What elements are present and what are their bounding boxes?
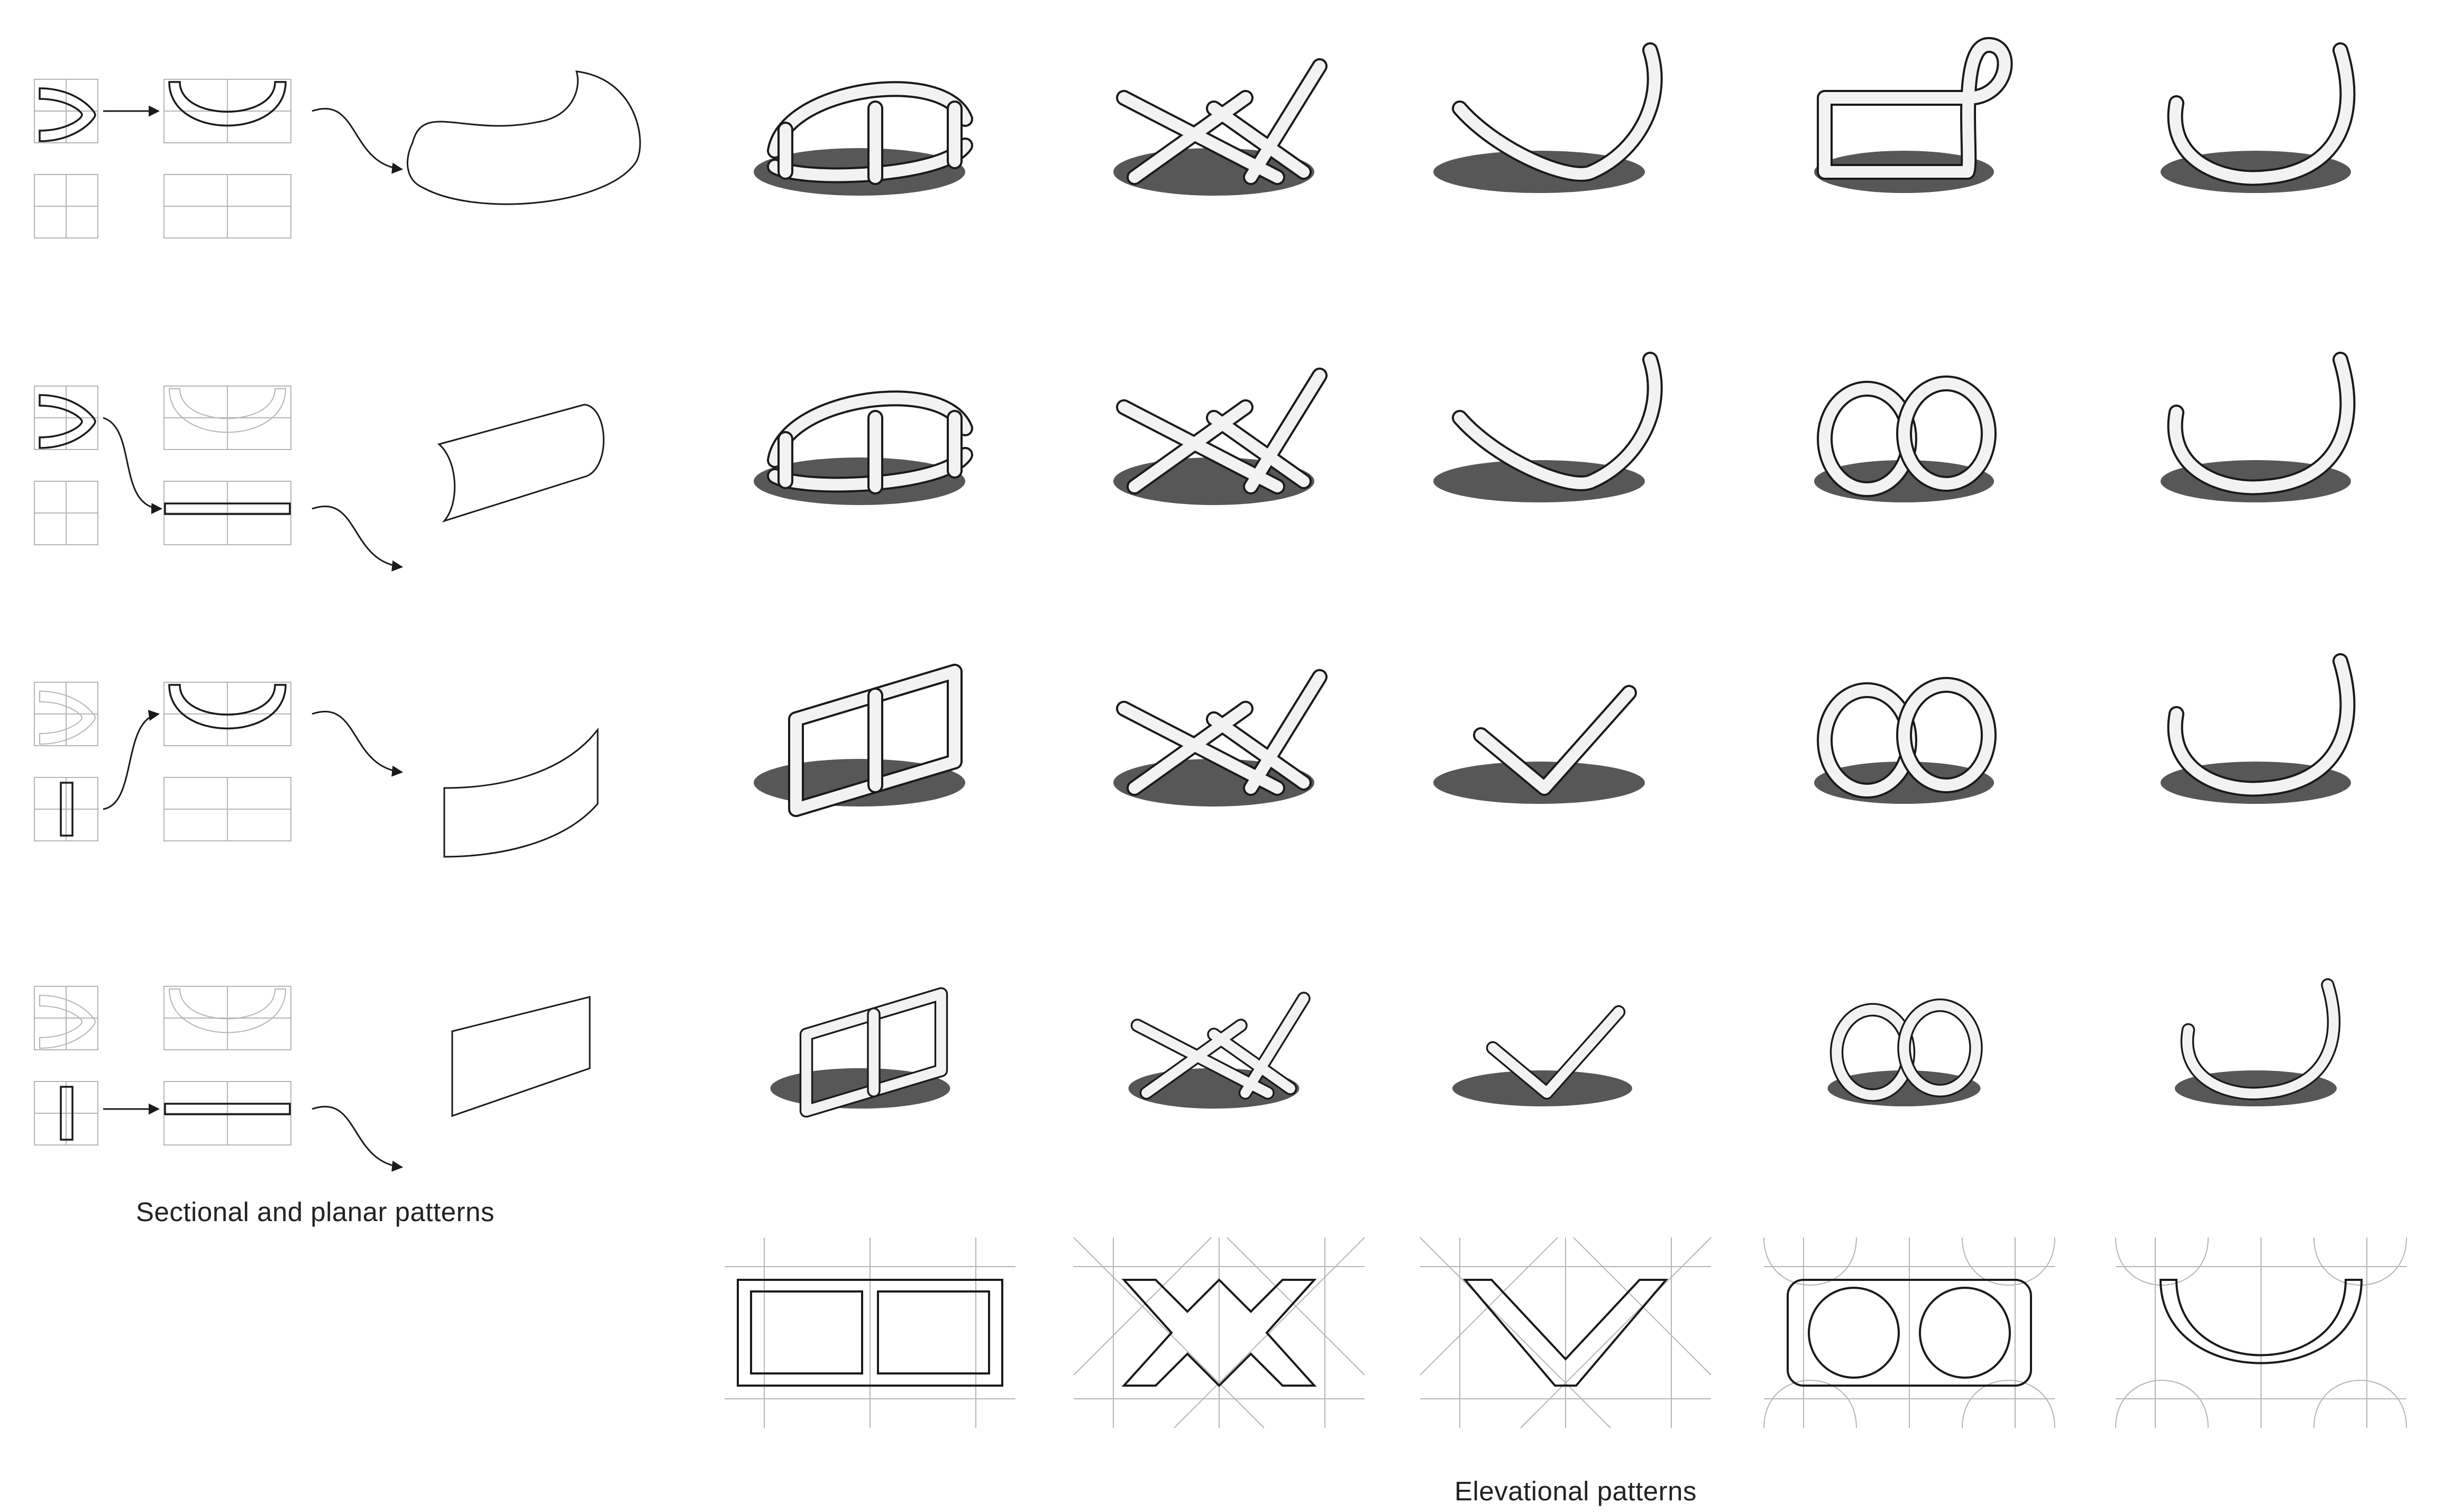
section-d-shape <box>40 691 95 744</box>
iso-u-row4 <box>2175 985 2337 1107</box>
elevational-caption: Elevational patterns <box>1454 1476 1697 1507</box>
elev-u <box>2116 1238 2407 1428</box>
iso-double-circle-row1 <box>1814 45 2005 193</box>
square-right <box>878 1291 989 1373</box>
section-d-shape <box>40 995 95 1048</box>
arrow-section-profile <box>103 714 159 809</box>
iso-object-grid <box>754 45 2351 1111</box>
iso-double-square-row3 <box>754 672 965 809</box>
iso-v-row1 <box>1433 50 1655 193</box>
iso-double-square-row1 <box>754 89 965 196</box>
iso-double-x-row4 <box>1129 998 1304 1108</box>
iso-double-x-row1 <box>1113 66 1320 196</box>
iso-double-circle-row4 <box>1828 1005 1981 1106</box>
iso-u-row1 <box>2161 50 2351 193</box>
iso-double-square-row4 <box>771 994 950 1111</box>
left-row-2 <box>34 386 603 567</box>
elev-double-x <box>1074 1238 1365 1428</box>
left-row-3 <box>34 682 598 857</box>
section-d-shape <box>40 395 95 448</box>
elev-double-square <box>725 1238 1015 1428</box>
arrow-to-surface <box>312 109 402 169</box>
arrow-to-surface <box>312 712 402 772</box>
left-row-4 <box>34 986 590 1167</box>
iso-v-row2 <box>1433 360 1655 502</box>
curved-wall-surface <box>444 730 598 857</box>
circle-left <box>1809 1288 1899 1378</box>
double-curved-surface <box>407 71 640 204</box>
iso-v-row4 <box>1452 1012 1632 1107</box>
elev-v <box>1420 1238 1711 1428</box>
iso-double-circle-row2 <box>1814 383 1994 502</box>
arrow-section-profile <box>103 418 161 509</box>
iso-double-square-row2 <box>754 398 965 505</box>
elevation-pattern-row <box>725 1238 2407 1428</box>
elev-double-circle <box>1764 1238 2055 1428</box>
planar-surface <box>452 997 590 1116</box>
arrow-to-surface <box>312 507 402 567</box>
iso-double-x-row2 <box>1113 375 1320 505</box>
circle-right <box>1920 1288 2010 1378</box>
iso-double-x-row3 <box>1113 677 1320 807</box>
iso-u-row3 <box>2161 661 2351 804</box>
sectional-planar-caption: Sectional and planar patterns <box>136 1196 495 1227</box>
iso-double-circle-row3 <box>1814 685 1994 804</box>
iso-u-row2 <box>2161 360 2351 502</box>
iso-v-row3 <box>1433 693 1645 804</box>
sectional-planar-group <box>34 71 640 1167</box>
left-row-1 <box>34 71 640 238</box>
square-left <box>751 1291 862 1373</box>
arrow-to-surface <box>312 1107 402 1167</box>
section-d-shape <box>40 88 95 141</box>
cylindrical-surface <box>439 405 603 521</box>
